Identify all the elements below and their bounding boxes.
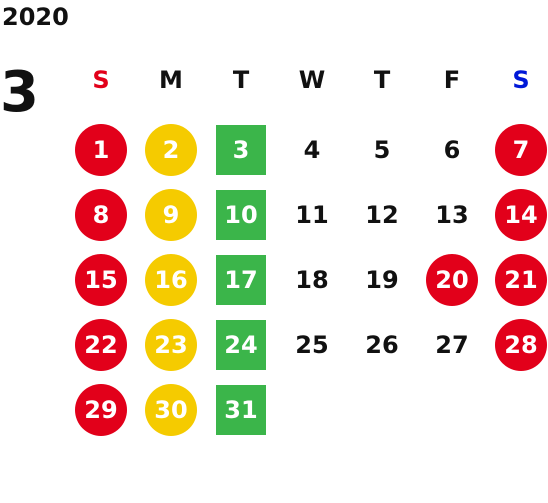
calendar-day-27[interactable]: 27 <box>435 331 469 359</box>
calendar-day-10[interactable]: 10 <box>216 190 266 240</box>
calendar-day-31[interactable]: 31 <box>216 385 266 435</box>
year-label: 2020 <box>2 3 69 31</box>
calendar-day-6[interactable]: 6 <box>443 136 461 164</box>
calendar-day-26[interactable]: 26 <box>365 331 399 359</box>
weekday-wednesday: W <box>298 66 326 94</box>
weekday-tuesday: T <box>232 66 250 94</box>
calendar-day-15[interactable]: 15 <box>75 254 127 306</box>
calendar-day-20[interactable]: 20 <box>426 254 478 306</box>
month-label: 3 <box>0 60 39 125</box>
calendar-day-7[interactable]: 7 <box>495 124 547 176</box>
calendar-day-14[interactable]: 14 <box>495 189 547 241</box>
weekday-sunday: S <box>92 66 110 94</box>
calendar-day-8[interactable]: 8 <box>75 189 127 241</box>
calendar-day-21[interactable]: 21 <box>495 254 547 306</box>
calendar-day-13[interactable]: 13 <box>435 201 469 229</box>
calendar-day-4[interactable]: 4 <box>303 136 321 164</box>
calendar-day-5[interactable]: 5 <box>373 136 391 164</box>
calendar-day-17[interactable]: 17 <box>216 255 266 305</box>
calendar-day-30[interactable]: 30 <box>145 384 197 436</box>
calendar-day-25[interactable]: 25 <box>295 331 329 359</box>
calendar-day-12[interactable]: 12 <box>365 201 399 229</box>
calendar-day-29[interactable]: 29 <box>75 384 127 436</box>
calendar-day-16[interactable]: 16 <box>145 254 197 306</box>
calendar-day-1[interactable]: 1 <box>75 124 127 176</box>
calendar-day-23[interactable]: 23 <box>145 319 197 371</box>
weekday-thursday: T <box>373 66 391 94</box>
calendar-day-9[interactable]: 9 <box>145 189 197 241</box>
calendar-day-24[interactable]: 24 <box>216 320 266 370</box>
calendar-day-19[interactable]: 19 <box>365 266 399 294</box>
calendar-day-11[interactable]: 11 <box>295 201 329 229</box>
weekday-saturday: S <box>512 66 530 94</box>
calendar-day-18[interactable]: 18 <box>295 266 329 294</box>
calendar-day-28[interactable]: 28 <box>495 319 547 371</box>
weekday-monday: M <box>159 66 183 94</box>
calendar-day-2[interactable]: 2 <box>145 124 197 176</box>
calendar-day-22[interactable]: 22 <box>75 319 127 371</box>
calendar-day-3[interactable]: 3 <box>216 125 266 175</box>
weekday-friday: F <box>443 66 461 94</box>
